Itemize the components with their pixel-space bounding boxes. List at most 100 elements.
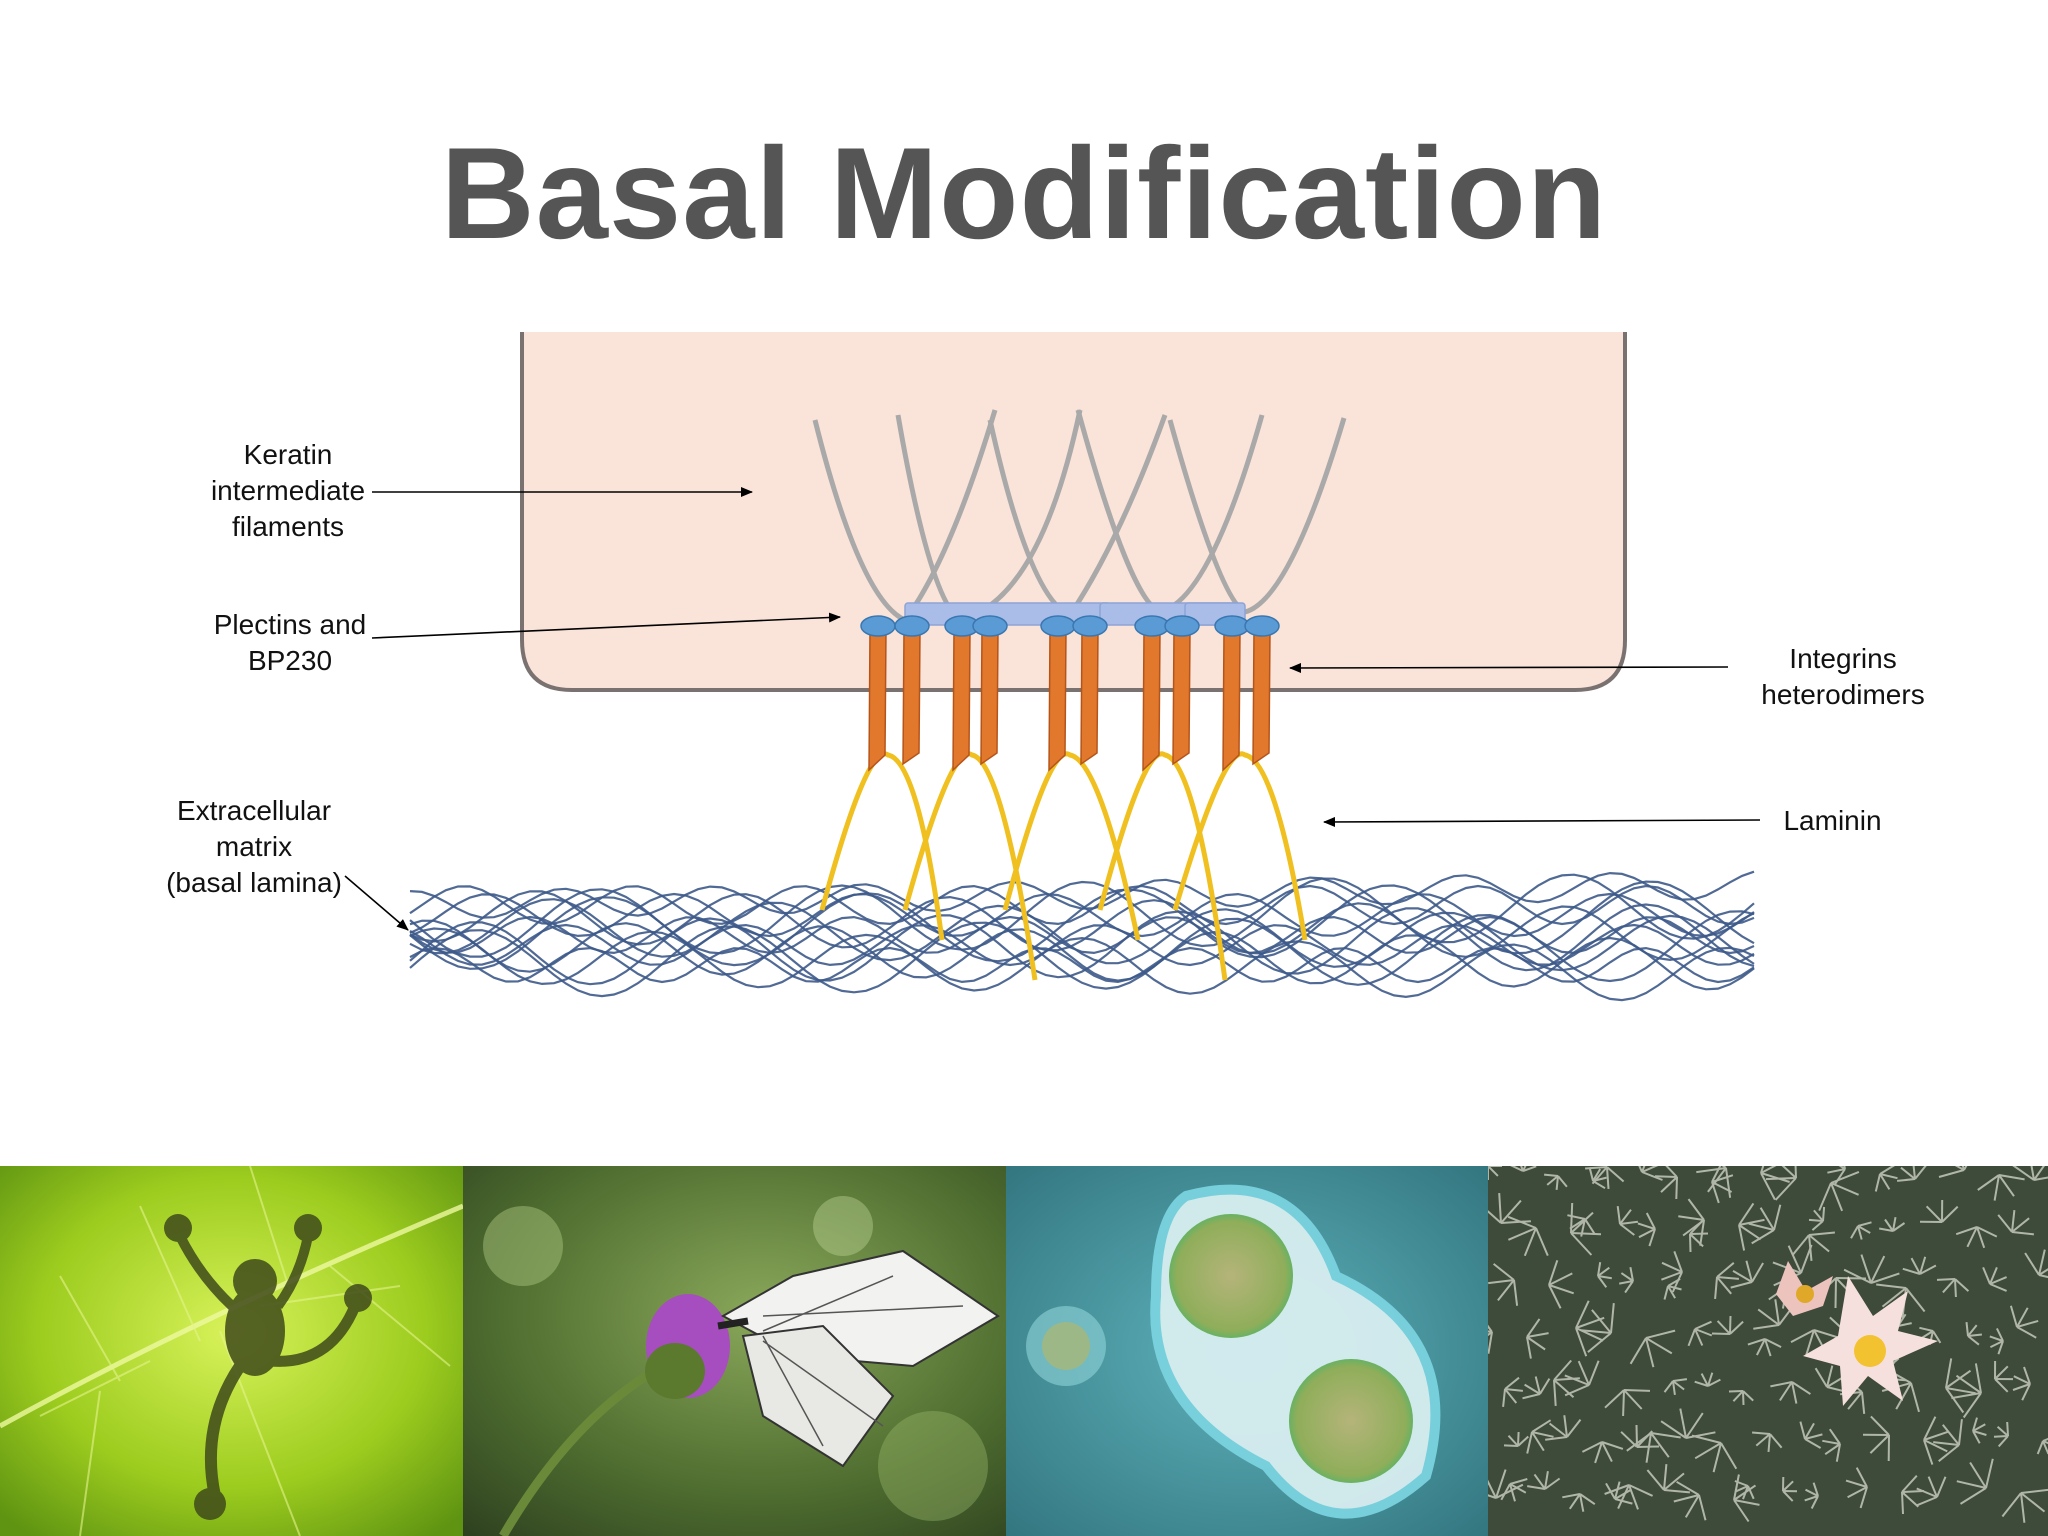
cactus-spine	[1614, 1481, 1621, 1500]
cactus-spine	[1629, 1337, 1647, 1365]
cactus-spine	[1916, 1487, 1938, 1498]
integrin-stalk	[1080, 629, 1099, 766]
cactus-spine	[1650, 1432, 1681, 1439]
cactus-spine	[1694, 1328, 1704, 1346]
cactus-spine	[1638, 1228, 1656, 1239]
integrins-arrow	[1289, 662, 1729, 673]
photo-dividing-cell	[1006, 1166, 1488, 1536]
cactus-spine	[1548, 1422, 1568, 1438]
cactus-spine	[1661, 1261, 1683, 1273]
cactus-spine	[1805, 1488, 1819, 1497]
cactus-spine	[1774, 1299, 1780, 1326]
cactus-spine	[1663, 1489, 1690, 1494]
cactus-spine	[1912, 1166, 1916, 1180]
cactus-spine	[1993, 1435, 2009, 1438]
cactus-spine	[1738, 1218, 1765, 1226]
cactus-spine	[1967, 1335, 1980, 1346]
cactus-spine	[1636, 1445, 1660, 1448]
cactus-spine	[1967, 1324, 1978, 1337]
cactus-spine	[1895, 1382, 1912, 1410]
ecm-fiber	[409, 873, 1755, 958]
cactus-spine	[1694, 1442, 1722, 1460]
cactus-spine	[1504, 1388, 1518, 1404]
cactus-spine	[1729, 1315, 1732, 1335]
cactus-spine	[1689, 1232, 1709, 1235]
cactus-spine	[1733, 1484, 1757, 1501]
cactus-spine	[1804, 1495, 1819, 1502]
cactus-spine	[1933, 1441, 1960, 1446]
cactus-spine	[1648, 1228, 1656, 1247]
cactus-spine	[1972, 1430, 1981, 1444]
cactus-spine	[1791, 1381, 1811, 1395]
cactus-spine	[2006, 1421, 2009, 1437]
cactus-spine	[1791, 1234, 1810, 1256]
cactus-spine	[1751, 1262, 1764, 1283]
cactus-spine	[1811, 1220, 1824, 1231]
integrin-head	[1244, 615, 1280, 637]
cactus-spine	[1619, 1209, 1632, 1225]
cactus-spine	[1548, 1259, 1559, 1286]
cactus-spine	[1606, 1166, 1625, 1183]
cactus-spine	[1914, 1166, 1927, 1180]
cactus-spine	[1770, 1381, 1793, 1388]
cactus-spine	[1751, 1229, 1775, 1245]
cactus-spine	[1548, 1284, 1575, 1295]
cactus-spine	[1738, 1202, 1755, 1226]
cactus-spine	[2038, 1249, 2046, 1276]
cactus-spine	[1989, 1267, 1998, 1285]
cactus-spine	[1594, 1441, 1603, 1464]
cactus-spine	[1685, 1431, 1716, 1439]
cactus-spine	[1810, 1495, 1819, 1509]
cactus-spine	[1716, 1262, 1735, 1278]
integrin-head	[894, 615, 930, 637]
cactus-spine	[1619, 1223, 1635, 1236]
integrin-head	[1214, 615, 1250, 637]
cactus-spine	[1716, 1320, 1731, 1335]
cactus-spine	[1959, 1487, 1987, 1505]
cactus-spine	[1936, 1278, 1956, 1281]
cactus-spine	[1526, 1332, 1549, 1338]
cactus-spine	[1635, 1424, 1638, 1448]
cactus-spine	[1526, 1318, 1541, 1338]
cactus-spine	[1900, 1166, 1916, 1180]
cactus-spine	[1488, 1494, 1497, 1499]
cactus-spine	[1497, 1279, 1515, 1302]
cactus-spine	[1637, 1222, 1656, 1230]
cactus-spine	[1575, 1327, 1588, 1357]
cactus-spine	[1675, 1176, 1678, 1200]
photo-frog	[0, 1166, 463, 1536]
cactus-spine	[1989, 1335, 2004, 1342]
cactus-spine	[1822, 1439, 1841, 1445]
cactus-spine	[1742, 1390, 1745, 1406]
cactus-spine	[1650, 1432, 1670, 1458]
cactus-spine	[1605, 1482, 1616, 1500]
cactus-spine	[1570, 1211, 1594, 1234]
cactus-spine	[1711, 1174, 1734, 1183]
cactus-spine	[1972, 1417, 1978, 1432]
cactus-spine	[1663, 1380, 1674, 1393]
laminin-label: Laminin	[1783, 805, 1882, 836]
cactus-spine	[1782, 1490, 1794, 1502]
cactus-spine	[2011, 1209, 2016, 1233]
cactus-spine	[1859, 1486, 1868, 1509]
cactus-spine	[1623, 1389, 1643, 1410]
cactus-spine	[1646, 1469, 1665, 1491]
cactus-spine	[1665, 1166, 1678, 1178]
cactus-spine	[1765, 1177, 1797, 1181]
cactus-spine	[1808, 1234, 1830, 1253]
cactus-spine	[1830, 1182, 1859, 1196]
cactus-spine	[1711, 1181, 1733, 1193]
cactus-spine	[1901, 1475, 1918, 1493]
cactus-spine	[1672, 1380, 1676, 1396]
integrins-label: Integrins heterodimers	[1761, 643, 1925, 710]
cactus-spine	[1488, 1279, 1515, 1285]
cactus-spine	[1747, 1485, 1755, 1500]
cactus-spine	[1660, 1176, 1678, 1193]
cactus-spine	[1592, 1168, 1602, 1182]
cactus-spine	[1925, 1205, 1943, 1223]
cactus-spine	[1916, 1496, 1938, 1507]
cactus-spine	[1827, 1168, 1846, 1174]
cactus-spine	[1711, 1181, 1720, 1204]
cactus-spine	[1597, 1262, 1602, 1277]
cactus-spine	[1826, 1365, 1834, 1388]
